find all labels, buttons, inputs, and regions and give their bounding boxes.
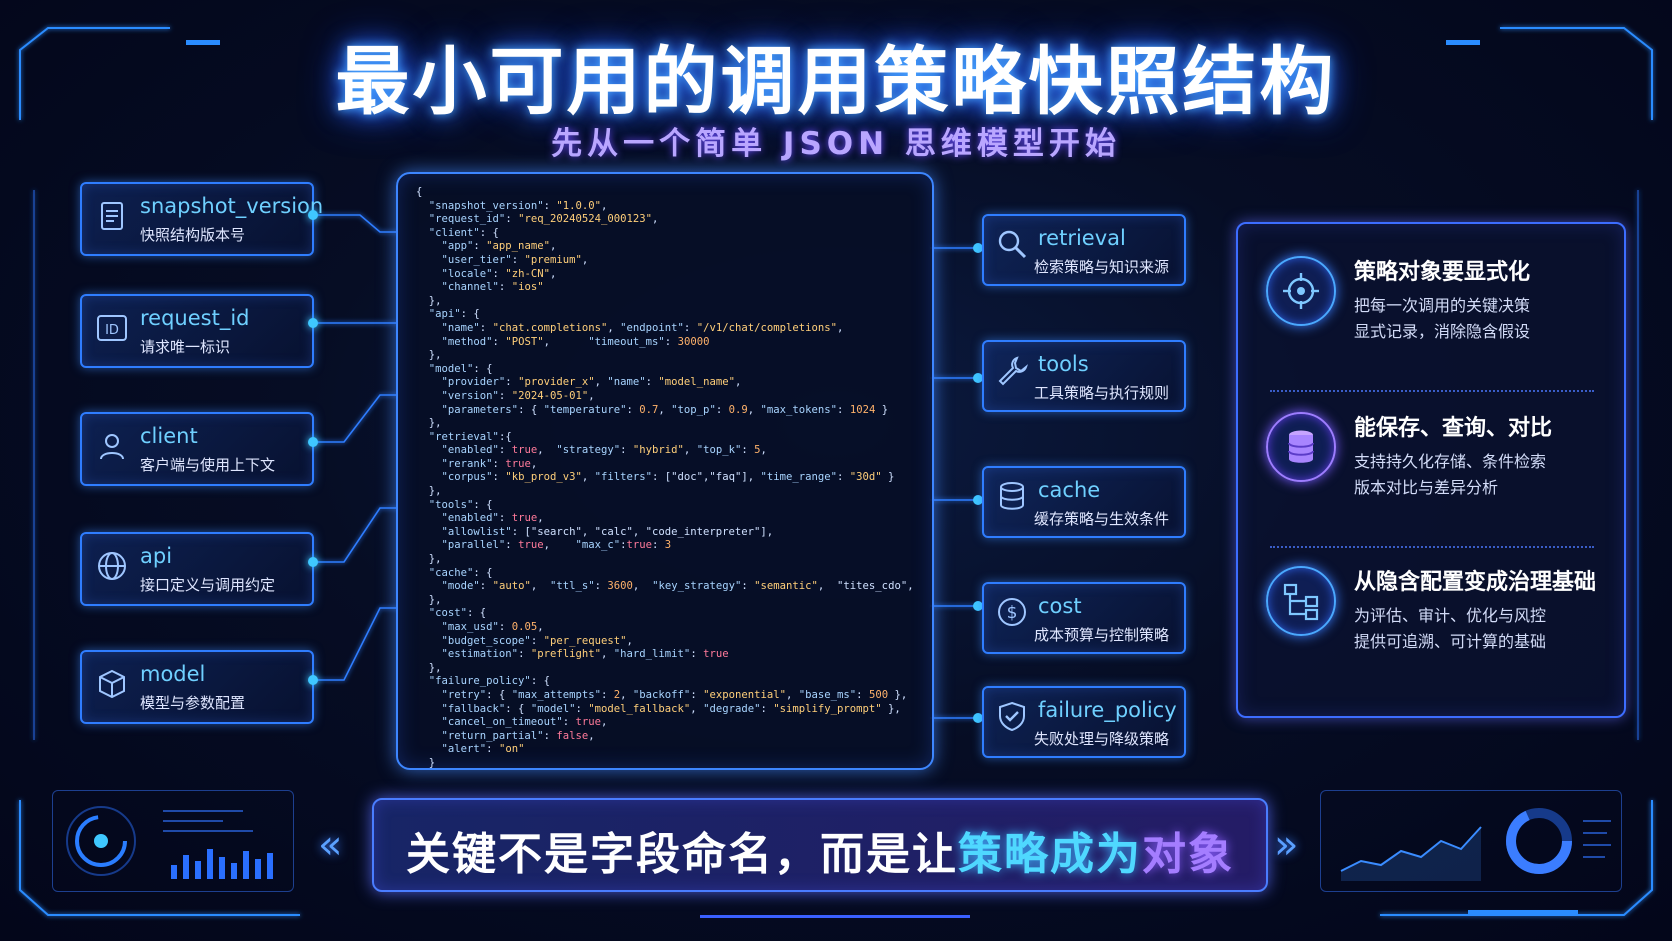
field-card-cost: $ cost 成本预算与控制策略 (982, 582, 1186, 654)
search-icon (998, 230, 1027, 259)
principle-desc: 版本对比与差异分析 (1354, 478, 1499, 497)
banner-prefix: 关键不是字段命名，而是让 (406, 829, 958, 880)
field-name: client (140, 424, 198, 448)
dashboard-widget-left (52, 790, 294, 892)
chevron-right-icon: » (1274, 822, 1299, 868)
field-desc: 检索策略与知识来源 (1034, 258, 1170, 276)
document-icon (101, 202, 123, 230)
key-message-banner: 关键不是字段命名，而是让策略成为对象 (372, 798, 1268, 892)
field-desc: 缓存策略与生效条件 (1034, 510, 1170, 528)
field-desc: 客户端与使用上下文 (140, 456, 276, 474)
field-name: retrieval (1038, 226, 1126, 250)
field-desc: 工具策略与执行规则 (1034, 384, 1170, 402)
field-desc: 快照结构版本号 (140, 226, 246, 244)
field-card-failure-policy: failure_policy 失败处理与降级策略 (982, 686, 1186, 758)
id-icon: ID (97, 315, 127, 341)
field-desc: 成本预算与控制策略 (1034, 626, 1170, 644)
field-desc: 模型与参数配置 (140, 694, 246, 712)
banner-text: 关键不是字段命名，而是让策略成为对象 (374, 818, 1266, 882)
field-name: api (140, 544, 173, 568)
field-desc: 失败处理与降级策略 (1034, 730, 1170, 748)
principle-item: 能保存、查询、对比 支持持久化存储、条件检索 版本对比与差异分析 (1258, 394, 1608, 524)
shield-check-icon (999, 701, 1025, 732)
field-name: model (140, 662, 206, 686)
principle-desc: 显式记录，消除隐含假设 (1354, 322, 1531, 341)
cube-icon (99, 669, 125, 699)
field-desc: 请求唯一标识 (140, 338, 231, 356)
field-card-model: model 模型与参数配置 (80, 650, 314, 724)
hierarchy-icon (1266, 566, 1336, 636)
banner-highlight-2: 对象 (1142, 829, 1234, 880)
connector-dot (308, 318, 318, 328)
user-icon (100, 434, 124, 460)
connector-dot (308, 437, 318, 447)
divider (1270, 546, 1594, 548)
principle-desc: 为评估、审计、优化与风控 (1354, 606, 1547, 625)
field-card-api: api 接口定义与调用约定 (80, 532, 314, 606)
svg-text:$: $ (1007, 603, 1018, 623)
dollar-icon: $ (998, 598, 1026, 626)
principle-desc: 提供可追溯、可计算的基础 (1354, 632, 1547, 651)
connector-dot (308, 210, 318, 220)
database-icon (1000, 482, 1024, 510)
divider (1270, 390, 1594, 392)
field-card-tools: tools 工具策略与执行规则 (982, 340, 1186, 412)
database-icon (1266, 412, 1336, 482)
principle-item: 从隐含配置变成治理基础 为评估、审计、优化与风控 提供可追溯、可计算的基础 (1258, 548, 1608, 678)
chevron-left-icon: « (318, 822, 343, 868)
field-card-request-id: ID request_id 请求唯一标识 (80, 294, 314, 368)
page-subtitle: 先从一个简单 JSON 思维模型开始 (551, 126, 1121, 162)
principle-title: 能保存、查询、对比 (1354, 416, 1553, 441)
principles-panel: 策略对象要显式化 把每一次调用的关键决策 显式记录，消除隐含假设 能保存、查询、… (1236, 222, 1626, 718)
field-desc: 接口定义与调用约定 (140, 576, 276, 594)
svg-text:ID: ID (105, 323, 119, 338)
principle-title: 从隐含配置变成治理基础 (1354, 570, 1597, 595)
field-name: tools (1038, 352, 1089, 376)
dashboard-widget-right (1320, 790, 1622, 892)
field-name: cost (1038, 594, 1082, 618)
banner-highlight: 策略成为 (958, 829, 1142, 880)
field-name: failure_policy (1038, 698, 1177, 722)
field-name: request_id (140, 306, 250, 330)
principle-title: 策略对象要显式化 (1354, 260, 1531, 285)
connector-dot (308, 557, 318, 567)
field-card-client: client 客户端与使用上下文 (80, 412, 314, 486)
principle-desc: 支持持久化存储、条件检索 (1354, 452, 1547, 471)
page-title: 最小可用的调用策略快照结构 (335, 39, 1337, 125)
json-code: { "snapshot_version": "1.0.0", "request_… (416, 186, 914, 769)
principle-desc: 把每一次调用的关键决策 (1354, 296, 1531, 315)
wrench-icon (998, 356, 1028, 386)
principle-item: 策略对象要显式化 把每一次调用的关键决策 显式记录，消除隐含假设 (1258, 238, 1608, 368)
field-card-snapshot-version: snapshot_version 快照结构版本号 (80, 182, 323, 256)
globe-icon (98, 552, 126, 580)
field-card-retrieval: retrieval 检索策略与知识来源 (982, 214, 1186, 286)
json-code-panel: { "snapshot_version": "1.0.0", "request_… (396, 172, 934, 770)
field-name: snapshot_version (140, 194, 324, 218)
field-name: cache (1038, 478, 1101, 502)
target-icon (1266, 256, 1336, 326)
field-card-cache: cache 缓存策略与生效条件 (982, 466, 1186, 538)
connector-dot (308, 675, 318, 685)
